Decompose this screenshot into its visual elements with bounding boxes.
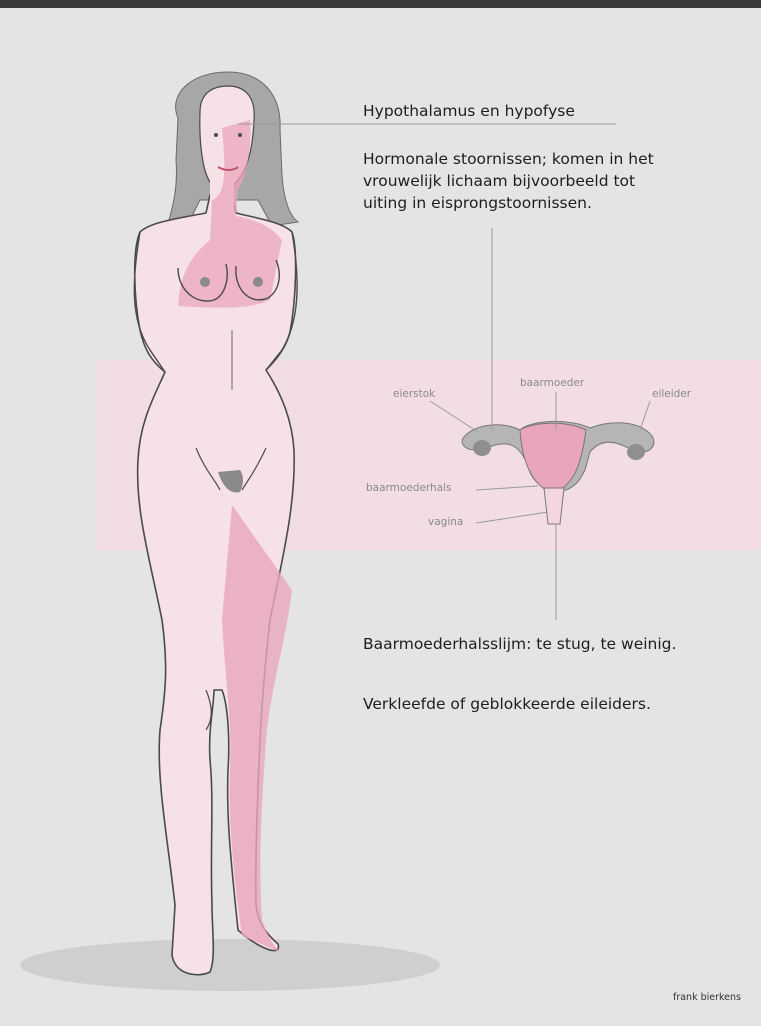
label-tubes: Verkleefde of geblokkeerde eileiders. — [363, 693, 651, 715]
credit: frank bierkens — [673, 992, 741, 1003]
leader-baarmoederhals — [476, 486, 538, 490]
ovary-left — [473, 440, 491, 456]
label-eierstok: eierstok — [393, 388, 435, 400]
label-hormonal-line-1: Hormonale stoornissen; komen in het — [363, 148, 654, 170]
leader-eierstok — [430, 401, 478, 432]
label-hypothalamus: Hypothalamus en hypofyse — [363, 100, 575, 122]
leader-eileider — [640, 401, 650, 430]
nipple-right — [253, 277, 263, 287]
label-eileider: eileider — [652, 388, 691, 400]
cervix — [544, 488, 564, 524]
eye-left — [214, 133, 218, 137]
floor-shadow — [20, 939, 440, 991]
ovary-right — [627, 444, 645, 460]
eye-right — [238, 133, 242, 137]
label-baarmoeder: baarmoeder — [520, 377, 584, 389]
leg-pink-region — [222, 505, 292, 952]
label-hormonal-line-3: uiting in eisprongstoornissen. — [363, 192, 592, 214]
label-cervical-mucus: Baarmoederhalsslijm: te stug, te weinig. — [363, 633, 676, 655]
nipple-left — [200, 277, 210, 287]
label-baarmoederhals: baarmoederhals — [366, 482, 452, 494]
label-hormonal-line-2: vrouwelijk lichaam bijvoorbeeld tot — [363, 170, 635, 192]
leader-vagina — [476, 512, 548, 523]
uterus-diagram — [462, 421, 654, 524]
label-vagina: vagina — [428, 516, 463, 528]
